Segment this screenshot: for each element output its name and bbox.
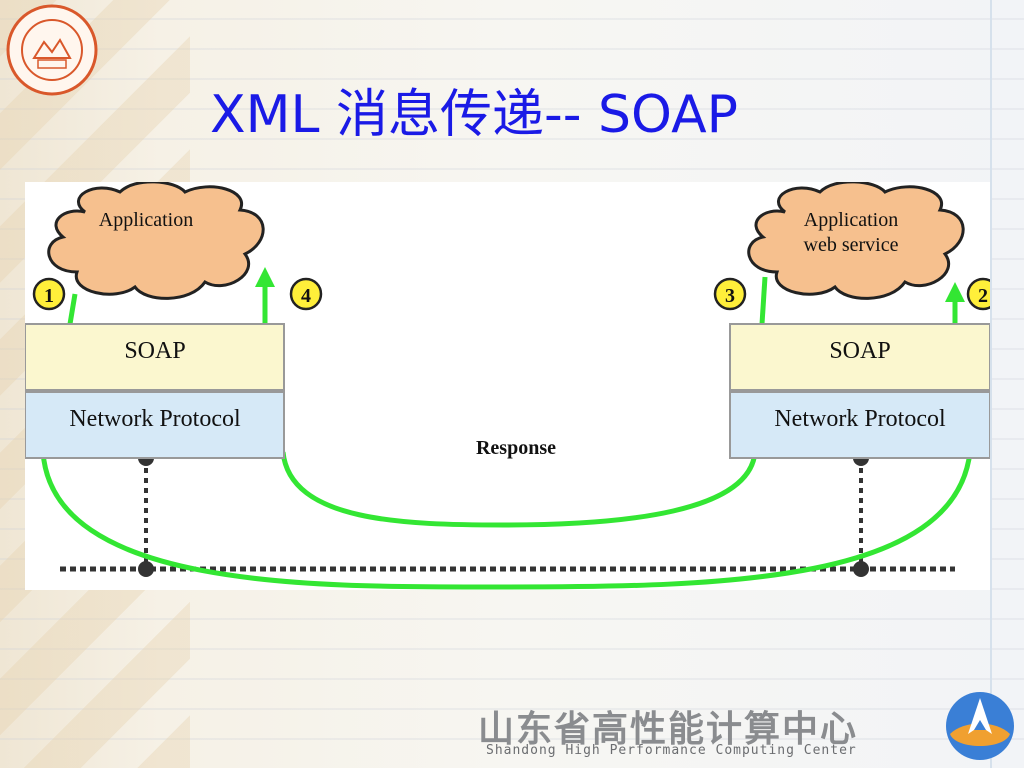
response-label: Response (476, 437, 556, 459)
left-network-box (25, 391, 285, 459)
step-badge-4: 4 (289, 277, 323, 311)
footer-chinese-name: 山东省高性能计算中心 (478, 709, 859, 750)
left-cloud-label: Application (99, 209, 193, 231)
left-application-cloud (47, 182, 265, 300)
step-badge-3: 3 (713, 277, 747, 311)
right-network-box (729, 391, 990, 459)
right-cloud-label-line2: web service (804, 234, 899, 256)
right-application-cloud (747, 182, 965, 300)
right-network-label: Network Protocol (774, 406, 946, 432)
left-up-line-1 (67, 293, 78, 325)
page-title: XML 消息传递-- SOAP (210, 85, 738, 145)
footer-branding: 山东省高性能计算中心 Shandong High Performance Com… (478, 700, 938, 766)
soap-diagram: Application Application web service 1 4 … (25, 182, 990, 590)
left-bottom-dot (138, 561, 154, 577)
step-number-1: 1 (44, 285, 54, 307)
right-up-line-3 (759, 276, 768, 325)
right-border-line (990, 0, 992, 768)
step-number-2: 2 (978, 285, 988, 307)
response-path (280, 451, 758, 528)
left-soap-label: SOAP (124, 338, 185, 364)
right-bottom-dot (853, 561, 869, 577)
left-network-label: Network Protocol (69, 406, 241, 432)
right-soap-label: SOAP (829, 338, 890, 364)
step-number-3: 3 (725, 285, 735, 307)
left-soap-box (25, 323, 285, 391)
right-cloud-label-line1: Application (804, 209, 898, 231)
request-path (40, 451, 973, 590)
footer-english-name: Shandong High Performance Computing Cent… (486, 743, 857, 758)
step-badge-2: 2 (966, 277, 990, 311)
hpc-center-logo (946, 692, 1014, 760)
step-badge-1: 1 (32, 277, 66, 311)
step-number-4: 4 (301, 285, 311, 307)
right-soap-box (729, 323, 990, 391)
university-seal-logo (6, 4, 98, 96)
